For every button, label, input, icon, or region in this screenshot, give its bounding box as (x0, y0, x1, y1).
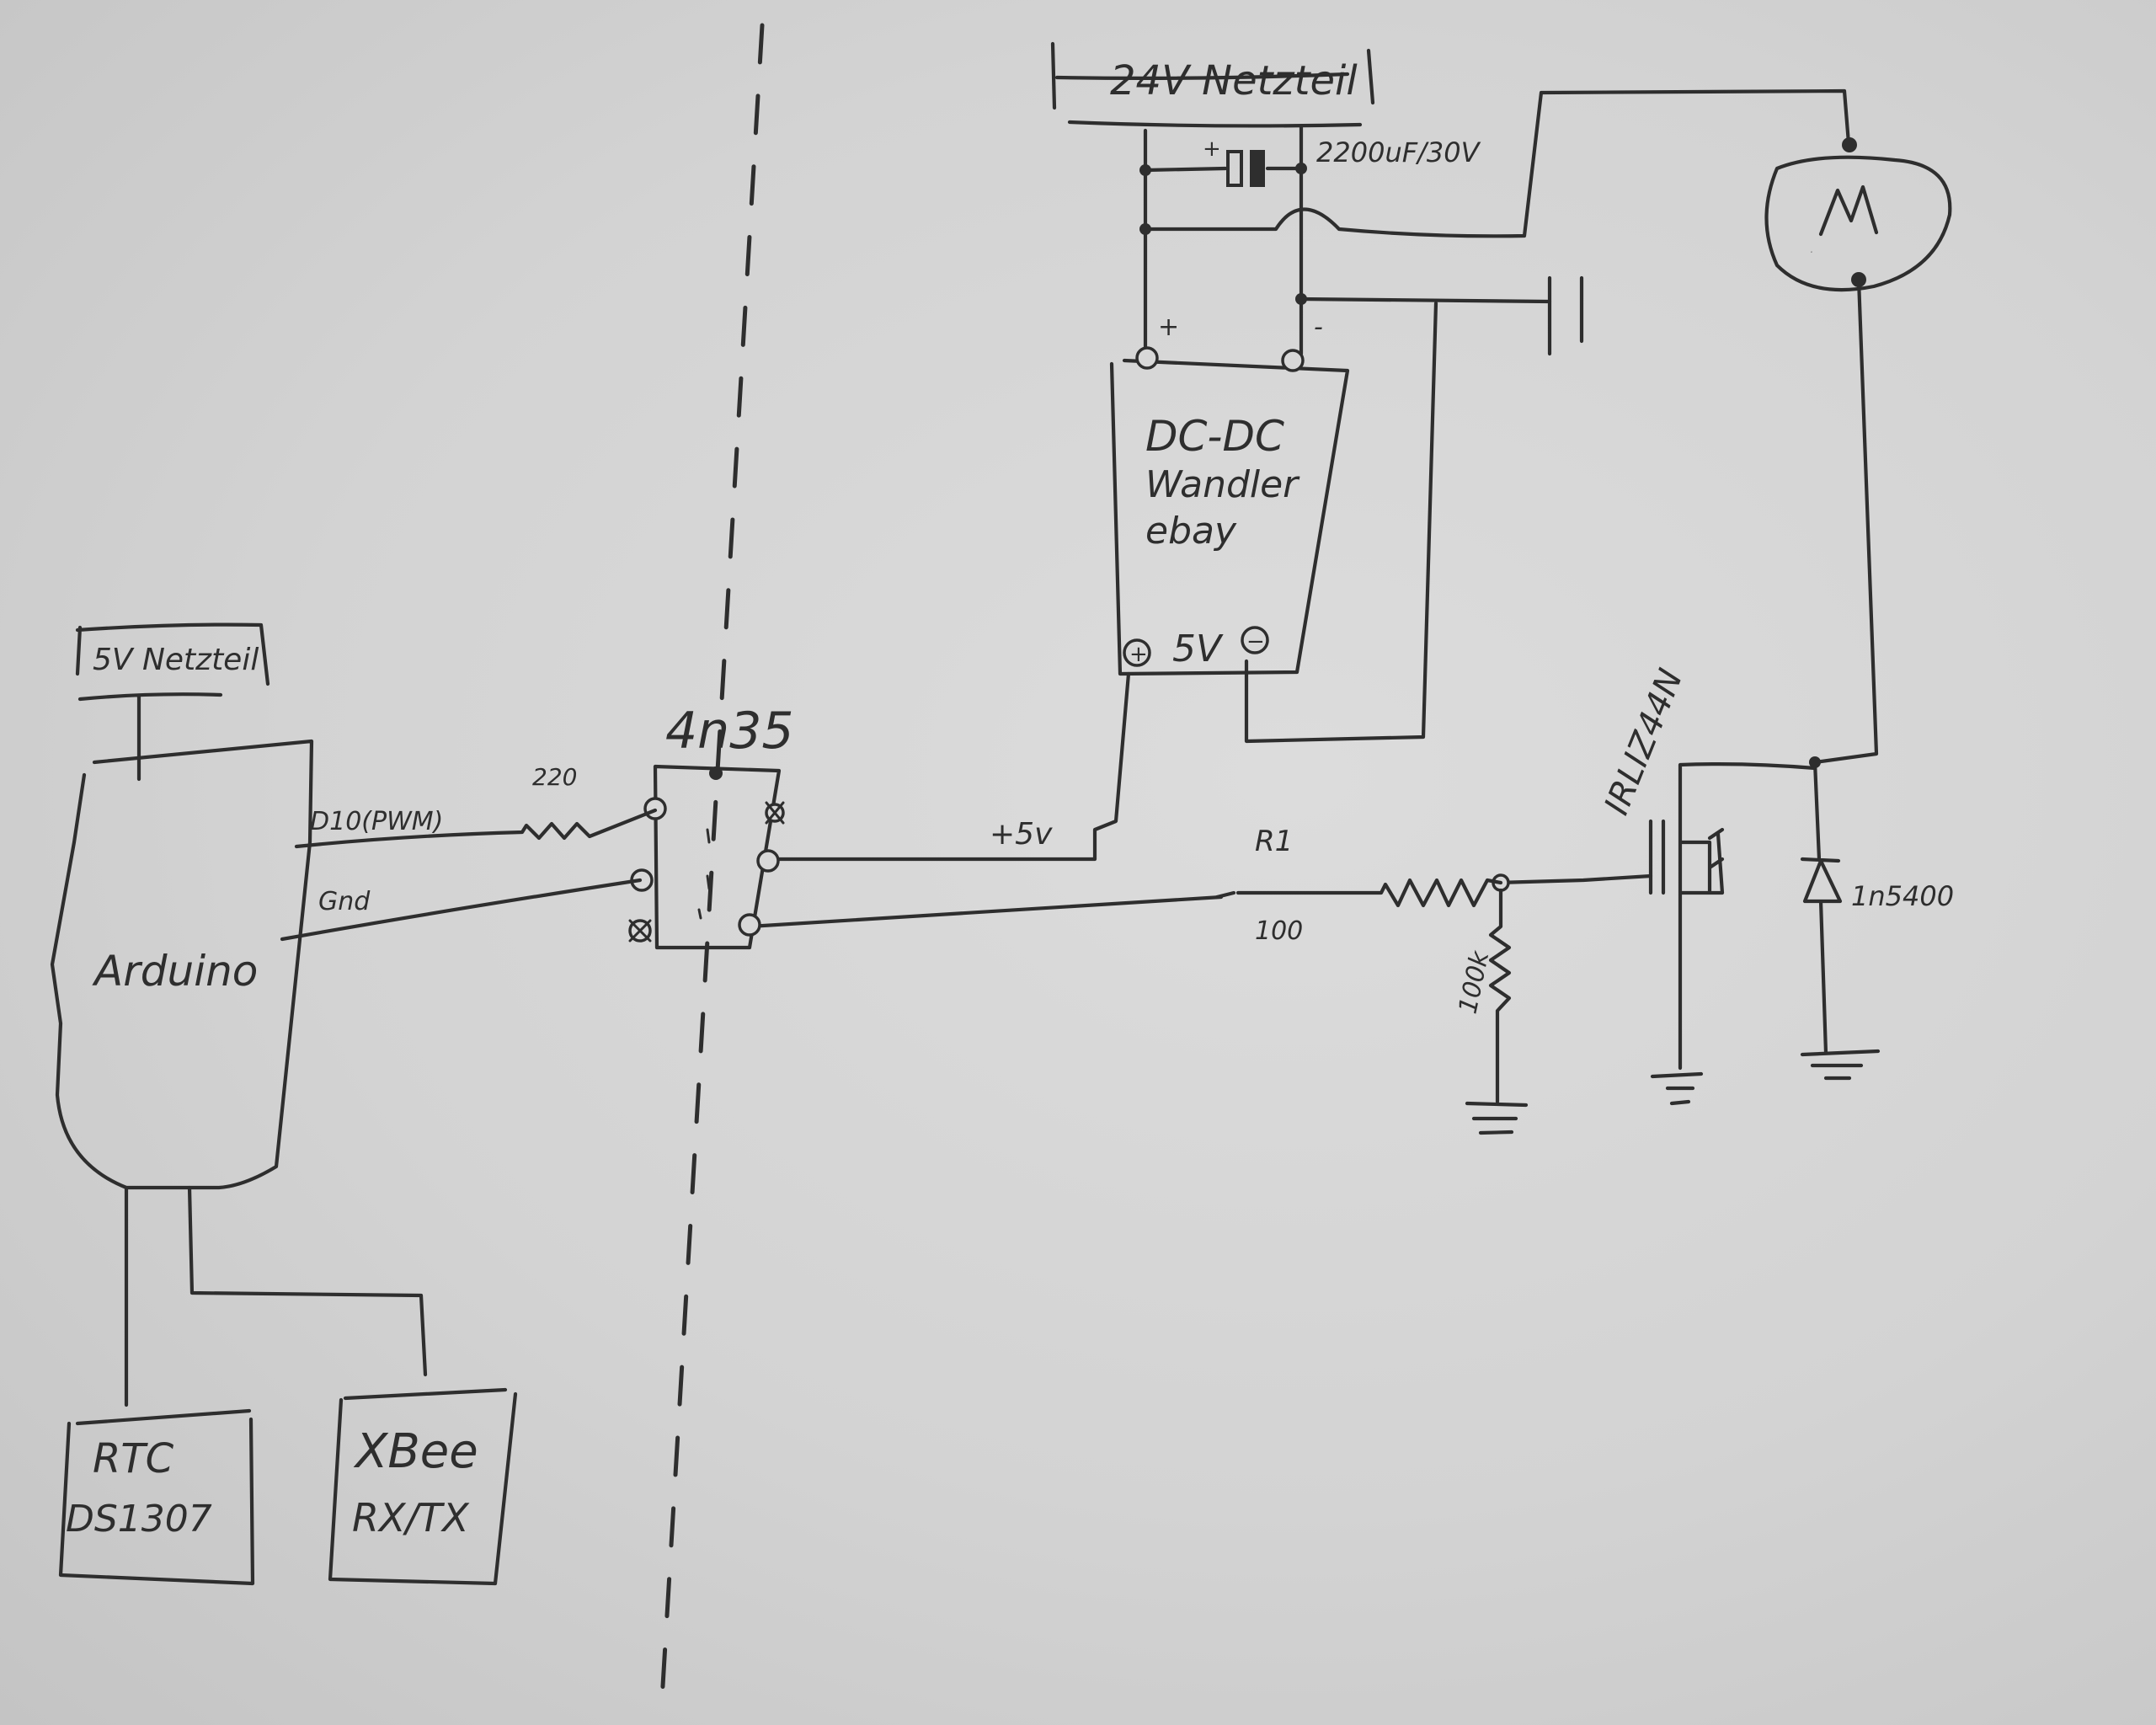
motor-drain-wire (1812, 277, 1879, 765)
rtc-label-line2: DS1307 (66, 1498, 212, 1541)
svg-text:+: + (1129, 642, 1148, 667)
motor-terminal-top (1842, 137, 1857, 152)
mosfet: IRLIZ44N (1495, 664, 1817, 1071)
arduino-pin-gnd-label: Gnd (318, 887, 371, 916)
ground-symbol (1465, 1101, 1529, 1135)
supply-24v: 24V Netzteil (1050, 41, 1375, 128)
xbee-module: XBee RX/TX (328, 1387, 518, 1586)
capacitor-small-plates (1547, 275, 1584, 356)
arduino-bus-wires (124, 1185, 428, 1407)
ground-symbol (1650, 1071, 1704, 1106)
dcdc-output-minus-pin (1241, 626, 1269, 654)
supply-24v-label: 24V Netzteil (1110, 57, 1358, 104)
svg-text:+: + (1203, 136, 1221, 162)
wire-5v-rail (766, 671, 1131, 863)
flyback-diode: 1n5400 (1800, 760, 1954, 1081)
diode-label: 1n5400 (1851, 880, 1954, 912)
supply-5v: 5V Netzteil (75, 622, 270, 782)
xbee-label-line2: RX/TX (352, 1495, 470, 1541)
resistor-pulldown: 100k (1454, 873, 1529, 1135)
motor-label: M (1811, 252, 1812, 254)
opto-pin-collector (756, 849, 780, 873)
arduino-pin-d10-label: D10(PWM) (310, 807, 443, 836)
resistor-pulldown-label: 100k (1454, 948, 1496, 1017)
svg-text:-: - (1314, 312, 1323, 342)
isolation-boundary-line (659, 23, 765, 1717)
capacitor-bulk-label: 2200uF/30V (1316, 136, 1481, 168)
xbee-label-line1: XBee (353, 1424, 478, 1479)
svg-text:−: − (1246, 629, 1265, 654)
rtc-label-line1: RTC (93, 1435, 174, 1482)
arduino-label: Arduino (92, 947, 258, 996)
ground-rail-wire (1299, 296, 1552, 304)
rail-5v-label: +5v (990, 817, 1053, 852)
dcdc-output-label: 5V (1172, 628, 1224, 670)
dcdc-input-minus-pin (1281, 349, 1305, 372)
r1-value-label: 100 (1255, 916, 1303, 946)
optocoupler-label: 4n35 (665, 702, 794, 761)
ground-return-wire (1244, 301, 1438, 744)
motor: M (1764, 155, 1952, 292)
svg-text:+: + (1158, 312, 1179, 342)
mosfet-label: IRLIZ44N (1598, 664, 1691, 820)
dcdc-label-line3: ebay (1145, 510, 1237, 553)
dcdc-input-plus-pin (1135, 346, 1159, 370)
resistor-220-label: 220 (532, 763, 577, 791)
r1-name-label: R1 (1255, 825, 1293, 858)
dcdc-label-line2: Wandler (1145, 463, 1300, 506)
opto-pin-emitter (738, 913, 761, 937)
rtc-module: RTC DS1307 (58, 1408, 255, 1586)
optocoupler-4n35: 4n35 (628, 702, 794, 950)
dcdc-output-plus-pin (1123, 638, 1151, 667)
dcdc-label-line1: DC-DC (1145, 412, 1284, 461)
optocoupler-emitter-wire (747, 895, 1224, 929)
supply-24v-to-motor-wire (1143, 88, 1851, 238)
capacitor-bulk: + 2200uF/30V (1143, 136, 1481, 187)
dcdc-converter: + - DC-DC Wandler ebay + 5V − (1109, 312, 1350, 676)
arduino-gnd-wire (280, 878, 643, 942)
arduino-board: Arduino D10(PWM) 220 Gnd (50, 739, 658, 1190)
supply-5v-label: 5V Netzteil (93, 643, 259, 677)
resistor-r1: R1 100 (1214, 825, 1503, 946)
